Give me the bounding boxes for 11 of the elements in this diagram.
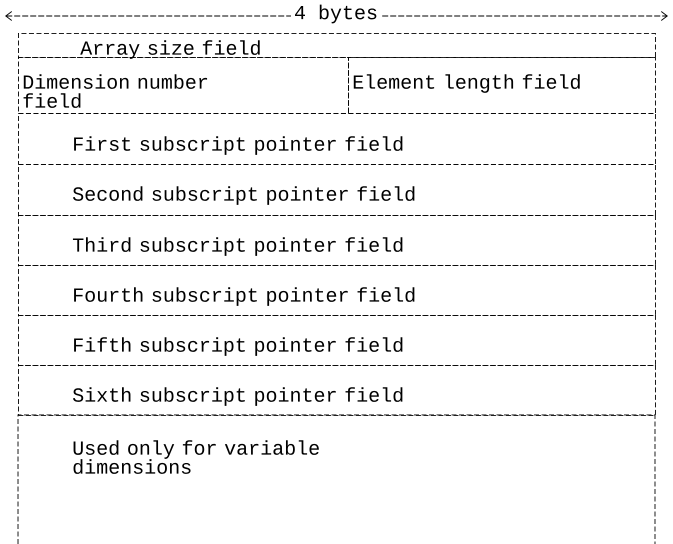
field-cell: Second subscript pointer field [18, 164, 656, 216]
field-cell: Fourth subscript pointer field [18, 265, 656, 316]
dimension-label: 4 bytes [291, 4, 381, 24]
field-cell: Array size field [18, 33, 656, 59]
open-field-cell: Used only for variable dimensions [18, 414, 656, 544]
field-cell: Third subscript pointer field [18, 215, 656, 266]
field-cell: First subscript pointer field [18, 113, 656, 165]
field-cell: Element length field [348, 57, 656, 114]
field-cell: Fifth subscript pointer field [18, 315, 656, 366]
field-cell: Dimension number field [18, 57, 349, 114]
field-cell: Sixth subscript pointer field [18, 365, 656, 416]
